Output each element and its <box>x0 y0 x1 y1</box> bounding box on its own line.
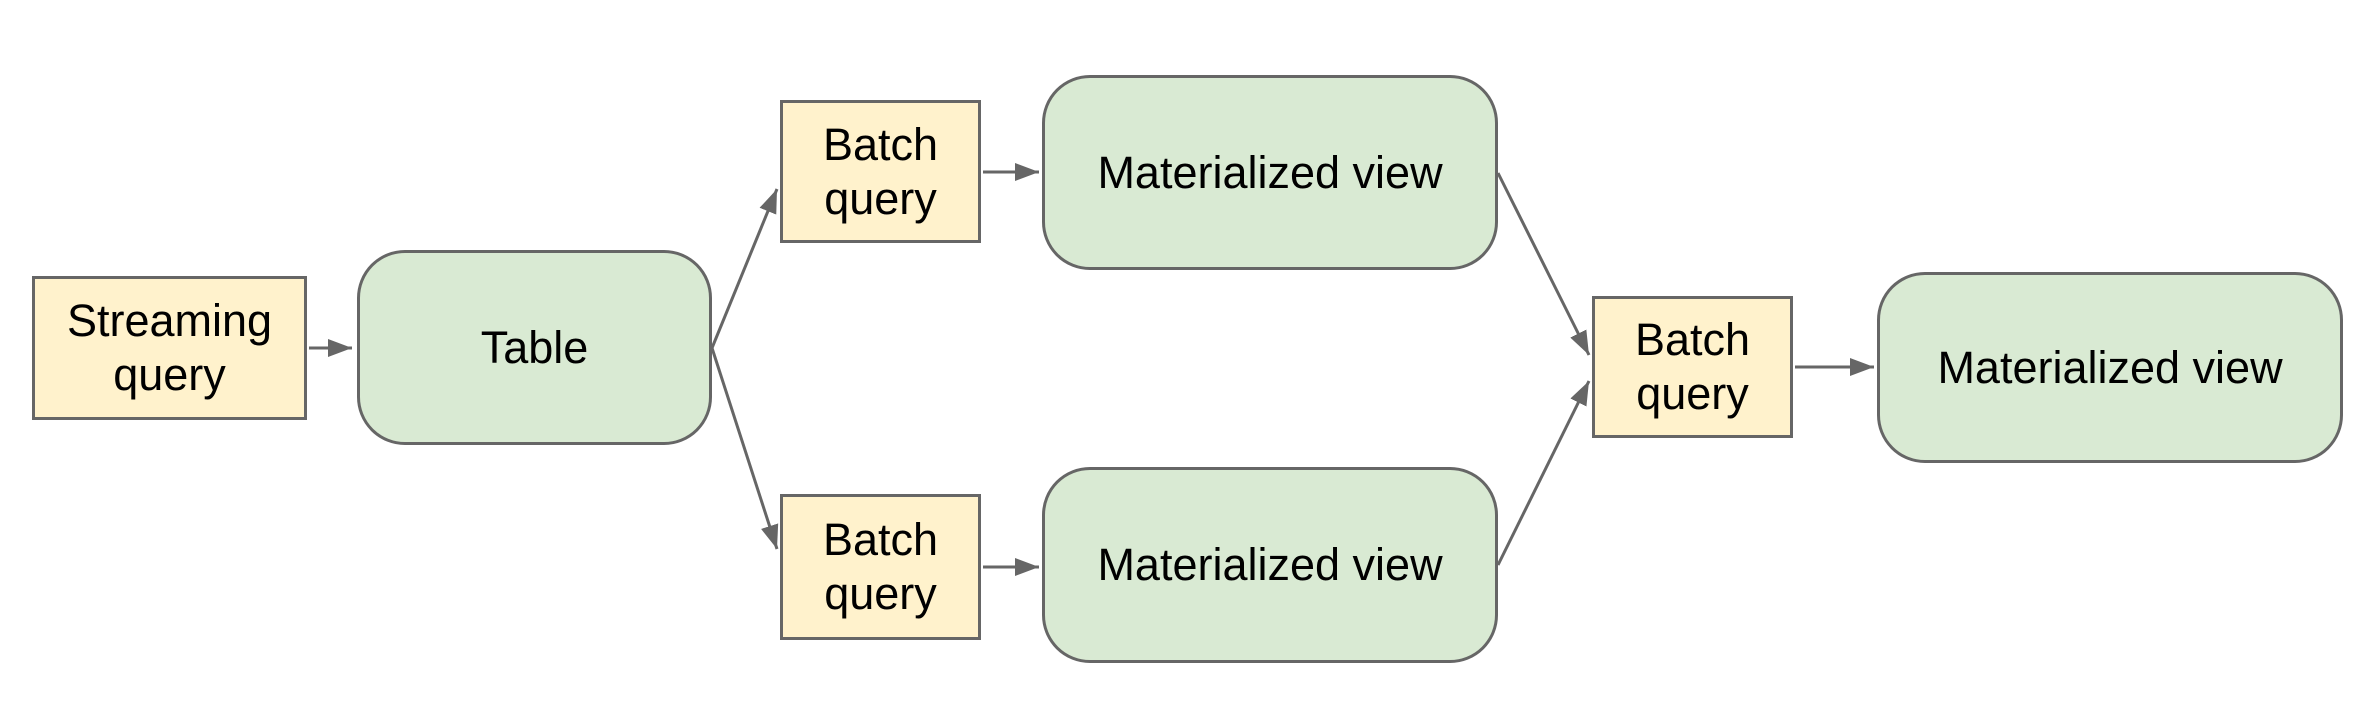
edge-table-to-batch-query-top <box>710 188 779 349</box>
node-table: Table <box>357 250 712 445</box>
edge-materialized-view-top-to-batch-query-right <box>1496 172 1591 356</box>
edge-table-to-batch-query-bottom <box>710 347 779 550</box>
node-label: Batch query <box>822 514 939 619</box>
node-label: Batch query <box>1634 314 1751 419</box>
edge-materialized-view-bottom-to-batch-query-right <box>1496 380 1591 566</box>
node-batch-query-right: Batch query <box>1592 296 1793 438</box>
node-label: Materialized view <box>1097 539 1443 590</box>
node-materialized-view-right: Materialized view <box>1877 272 2343 463</box>
node-label: Materialized view <box>1937 341 2283 393</box>
node-materialized-view-bottom: Materialized view <box>1042 467 1498 663</box>
node-label: Materialized view <box>1097 146 1443 198</box>
node-label: Batch query <box>822 118 939 224</box>
node-label: Streaming query <box>66 295 273 400</box>
node-materialized-view-top: Materialized view <box>1042 75 1498 270</box>
node-streaming-query: Streaming query <box>32 276 307 420</box>
node-label: Table <box>480 321 589 373</box>
node-batch-query-bottom: Batch query <box>780 494 981 640</box>
node-batch-query-top: Batch query <box>780 100 981 243</box>
